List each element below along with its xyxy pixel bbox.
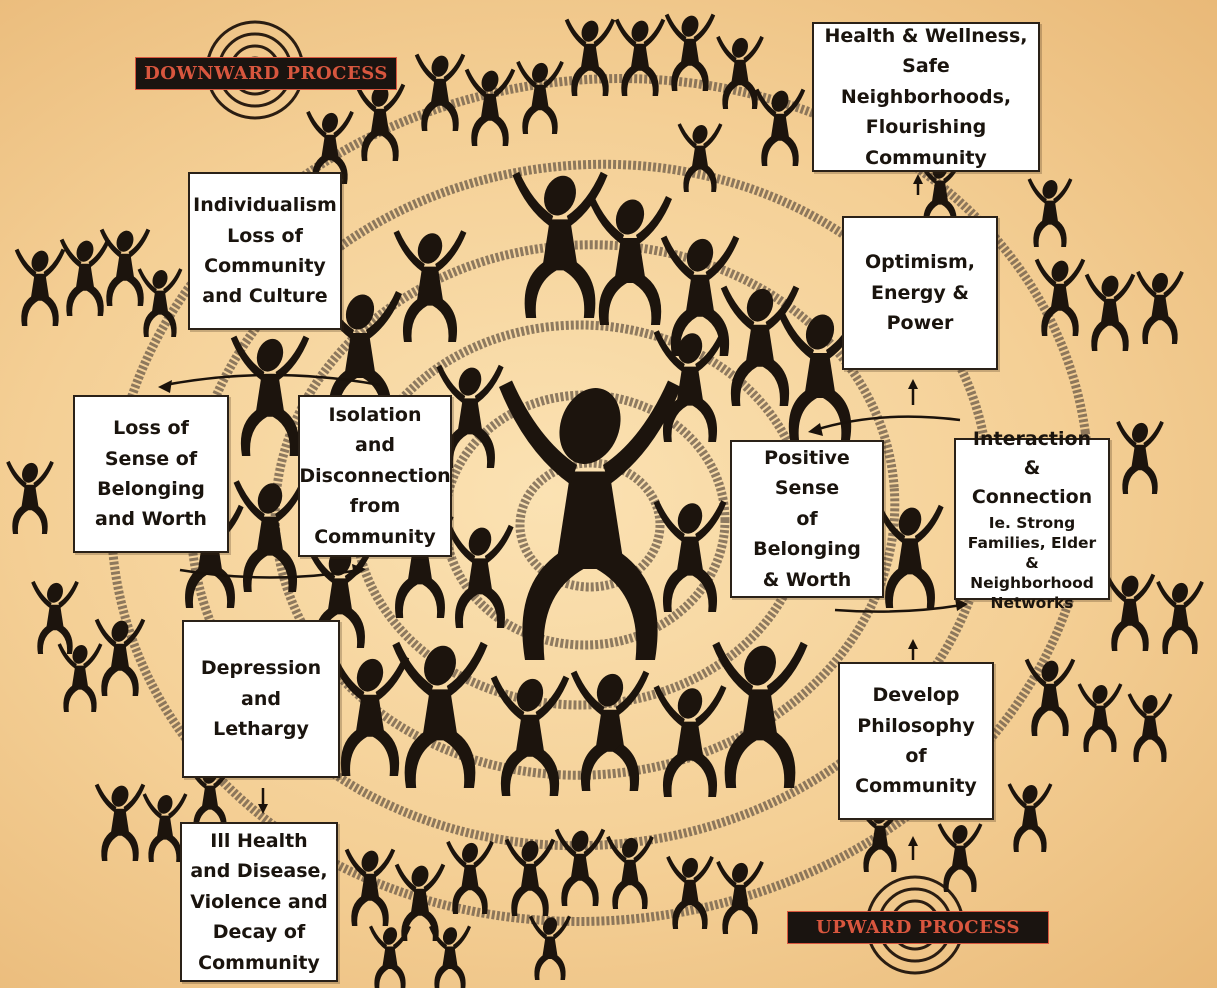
upward-process-banner: UPWARD PROCESS: [787, 911, 1049, 944]
box-text-line: Sense of: [104, 447, 198, 470]
box-text-line: Optimism,: [865, 251, 975, 274]
box-text-line: Disconnection: [299, 464, 451, 487]
loss-of-belonging-box: Loss of Sense of Belonging and Worth: [73, 395, 229, 553]
box-text-line: and Disease,: [190, 860, 328, 883]
develop-philosophy-box: Develop Philosophy of Community: [838, 662, 994, 820]
box-text-line: Community: [314, 525, 436, 548]
box-text-line: Health & Wellness,: [824, 25, 1028, 48]
box-text-line: Loss of: [227, 224, 303, 247]
individualism-box: Individualism Loss of Community and Cult…: [188, 172, 342, 330]
positive-belonging-box: Positive Sense of Belonging & Worth: [730, 440, 884, 598]
box-subtext-line: Neighborhood: [970, 574, 1094, 593]
box-subtext-line: Ie. Strong: [988, 513, 1076, 532]
box-text-line: Individualism: [193, 194, 337, 217]
box-text-line: Develop: [872, 684, 960, 707]
box-text-line: Loss of: [113, 417, 189, 440]
downward-process-banner: DOWNWARD PROCESS: [135, 57, 397, 90]
box-text-line: Community: [855, 775, 977, 798]
box-text-line: Community: [204, 255, 326, 277]
box-text-line: from: [349, 495, 401, 518]
box-text-line: Lethargy: [213, 718, 309, 741]
box-text-line: Power: [886, 312, 954, 335]
box-text-line: and: [241, 687, 281, 710]
arrow-right-bottom: [834, 603, 963, 613]
box-text-line: Community: [865, 146, 987, 169]
arrow-left-bottom: [179, 568, 361, 579]
box-text-line: Depression: [200, 657, 322, 680]
box-text-line: Belonging: [97, 478, 205, 500]
arrow-right-top: [814, 415, 961, 432]
box-text-line: and: [355, 434, 395, 457]
box-text-line: Decay of: [212, 921, 306, 944]
depression-box: Depression and Lethargy: [182, 620, 340, 778]
box-text-line: Philosophy of: [857, 714, 975, 767]
box-text-line: Flourishing: [865, 116, 987, 139]
arrow-left-top: [164, 373, 381, 387]
box-text-line: Community: [198, 951, 320, 974]
flow-arrows: [158, 174, 968, 860]
box-text-line: Connection: [971, 486, 1093, 509]
box-subtext-line: Networks: [990, 594, 1074, 613]
box-text-line: Isolation: [328, 404, 422, 427]
box-text-line: Ill Health: [210, 830, 308, 853]
box-text-line: & Worth: [762, 568, 852, 591]
box-text-line: and Culture: [202, 285, 328, 308]
box-text-line: Positive Sense: [764, 447, 850, 500]
box-text-line: Safe Neighborhoods,: [840, 55, 1012, 108]
box-text-line: Violence and: [190, 890, 328, 913]
interaction-connection-box: Interaction & Connection Ie. Strong Fami…: [954, 428, 1110, 612]
box-text-line: and Worth: [95, 508, 207, 531]
ill-health-box: Ill Health and Disease, Violence and Dec…: [180, 822, 338, 982]
box-text-line: of Belonging: [753, 507, 861, 561]
box-text-line: Interaction &: [972, 427, 1092, 479]
box-text-line: Energy &: [871, 281, 969, 304]
box-subtext-line: Families, Elder &: [967, 533, 1097, 573]
isolation-box: Isolation and Disconnection from Communi…: [298, 395, 452, 557]
health-wellness-box: Health & Wellness, Safe Neighborhoods, F…: [812, 22, 1040, 172]
optimism-box: Optimism, Energy & Power: [842, 216, 998, 370]
